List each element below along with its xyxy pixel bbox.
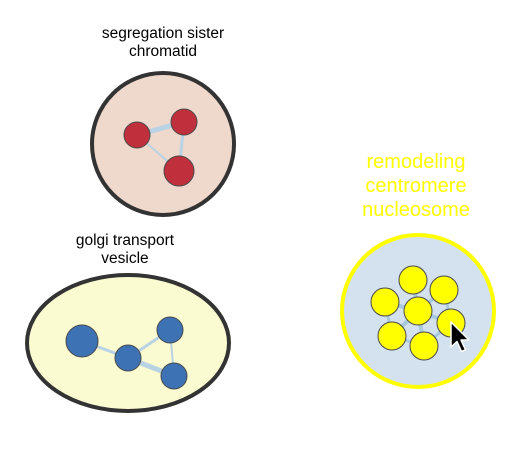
cluster-golgi[interactable] [25,273,231,413]
label-line: golgi transport [75,232,175,249]
network-node[interactable] [65,324,99,358]
cluster-label-remodeling-centromere-nucleosome: remodeling centromere nucleosome [336,150,496,222]
arrow-pointer-icon [450,321,470,353]
label-line: chromatid [128,42,198,60]
cluster-nodes [123,108,198,187]
network-node[interactable] [123,121,151,149]
network-node[interactable] [114,344,142,372]
network-node[interactable] [170,108,198,136]
cluster-boundary[interactable] [25,273,231,413]
cluster-label-segregation-sister-chromatid: segregation sister chromatid [68,25,258,61]
label-line: centromere [365,175,467,197]
cluster-nodes [65,316,188,390]
network-node[interactable] [163,155,195,187]
network-node[interactable] [429,275,459,305]
label-line: segregation sister [101,25,225,42]
network-node[interactable] [403,296,433,326]
cluster-label-golgi-transport-vesicle: golgi transport vesicle [30,232,220,268]
network-node[interactable] [370,287,400,317]
network-node[interactable] [160,362,188,390]
network-node[interactable] [398,265,428,295]
network-node[interactable] [377,321,407,351]
network-node[interactable] [156,316,184,344]
label-line: nucleosome [362,199,470,221]
network-node[interactable] [409,331,439,361]
cluster-boundary[interactable] [90,71,236,217]
cluster-segregation[interactable] [90,71,236,217]
label-line: remodeling [366,151,466,173]
label-line: vesicle [101,249,149,267]
cluster-remodeling[interactable] [340,233,496,389]
